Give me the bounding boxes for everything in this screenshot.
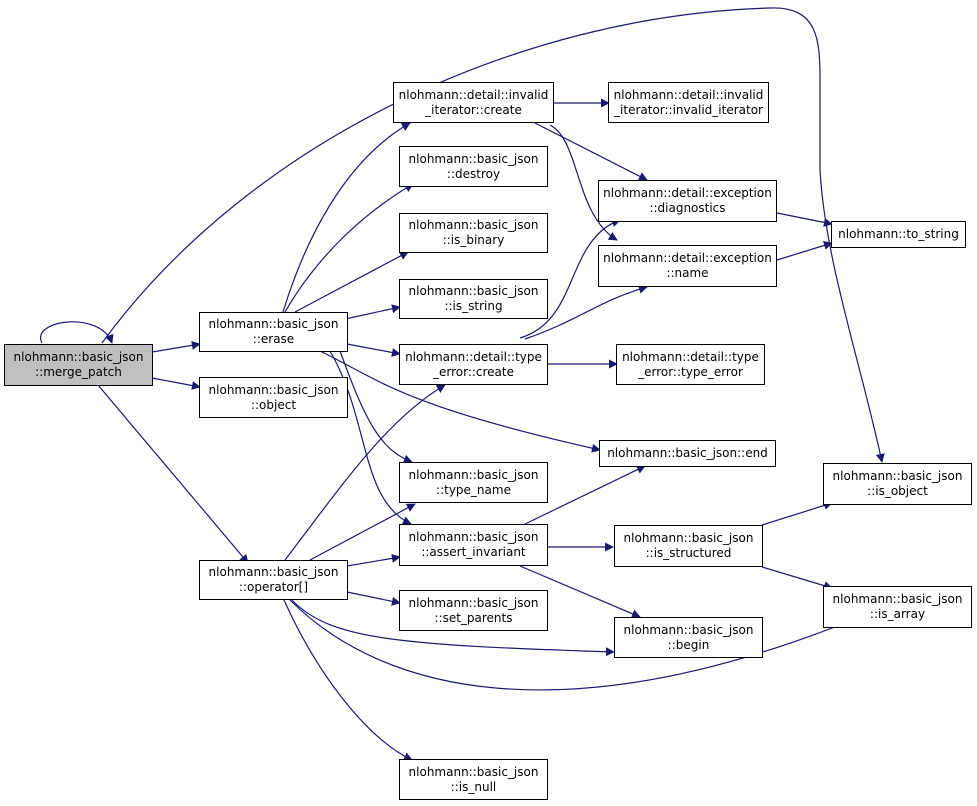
node-erase[interactable]: nlohmann::basic_json ::erase (199, 312, 348, 352)
node-is-null[interactable]: nlohmann::basic_json ::is_null (399, 759, 548, 800)
node-label: nlohmann::basic_json (408, 764, 539, 779)
edge-iic-diagnostics (534, 122, 648, 181)
node-label: _iterator::invalid_iterator (614, 102, 763, 117)
node-label: nlohmann::detail::invalid (398, 87, 549, 102)
edge-iic-name (549, 124, 618, 241)
node-label: ::set_parents (434, 610, 513, 625)
edge-erase-destroy (284, 183, 414, 313)
edge-erase-is_binary (294, 251, 409, 313)
node-end[interactable]: nlohmann::basic_json::end (599, 440, 776, 467)
edge-op-set_parents (346, 591, 401, 606)
node-operator-index[interactable]: nlohmann::basic_json ::operator[] (199, 560, 348, 600)
edge-merge_patch-object (151, 377, 201, 390)
node-exception-diagnostics[interactable]: nlohmann::detail::exception ::diagnostic… (598, 180, 777, 222)
node-type-error-ctor[interactable]: nlohmann::detail::type _error::type_erro… (616, 344, 765, 385)
node-type-name[interactable]: nlohmann::basic_json ::type_name (399, 462, 548, 503)
node-label: ::is_object (867, 484, 928, 498)
node-destroy[interactable]: nlohmann::basic_json ::destroy (399, 146, 548, 187)
edge-merge_patch-operator (97, 384, 249, 564)
edge-ai-begin (519, 565, 641, 618)
edge-op-type_error_create (284, 384, 446, 561)
edge-op-begin (291, 599, 615, 657)
node-label: nlohmann::basic_json::end (607, 446, 768, 460)
edge-op-is_array (289, 599, 866, 691)
node-exception-name[interactable]: nlohmann::detail::exception ::name (598, 245, 777, 287)
edge-erase-invalid_iter_create (282, 122, 411, 313)
node-label: nlohmann::basic_json (208, 565, 339, 579)
edge-is_structured-is_object (761, 501, 833, 526)
node-label: nlohmann::basic_json (832, 592, 963, 606)
edge-diag-to_string (776, 212, 833, 227)
edge-tec-name (524, 284, 648, 340)
node-label: nlohmann::basic_json (408, 467, 539, 482)
edge-ai-end (522, 465, 646, 526)
node-object[interactable]: nlohmann::basic_json ::object (199, 377, 348, 418)
node-label: ::operator[] (238, 580, 309, 594)
edge-merge_patch-is_object (101, 7, 885, 463)
node-label: ::is_string (444, 299, 503, 313)
node-label: nlohmann::to_string (838, 227, 959, 241)
edge-is_structured-is_array (761, 566, 833, 590)
node-label: nlohmann::basic_json (208, 317, 339, 331)
node-label: ::is_array (869, 607, 926, 621)
edge-name-to_string (776, 241, 833, 261)
edge-tec-diagnostics (519, 218, 621, 339)
node-label: nlohmann::basic_json (208, 382, 339, 397)
node-label: ::begin (667, 637, 710, 652)
node-label: ::is_structured (645, 546, 732, 560)
node-begin[interactable]: nlohmann::basic_json ::begin (614, 617, 763, 658)
edge-merge_patch-erase (151, 340, 201, 353)
node-label: ::destroy (446, 166, 501, 181)
node-invalid-iterator-ctor[interactable]: nlohmann::detail::invalid _iterator::inv… (608, 82, 769, 123)
node-is-array[interactable]: nlohmann::basic_json ::is_array (823, 586, 972, 628)
node-label: ::object (250, 397, 297, 412)
edge-erase-type_name (339, 350, 413, 464)
edge-erase-assert_invariant (329, 350, 412, 525)
node-label: ::is_null (450, 779, 497, 794)
node-merge-patch[interactable]: nlohmann::basic_json ::merge_patch (4, 344, 153, 386)
node-label: nlohmann::detail::invalid (613, 87, 764, 102)
edge-erase-is_string (344, 304, 401, 320)
node-is-object[interactable]: nlohmann::basic_json ::is_object (823, 463, 972, 505)
edge-merge_patch-self (40, 321, 114, 344)
node-label: ::name (666, 266, 709, 280)
node-label: nlohmann::detail::type (405, 349, 542, 364)
node-label: nlohmann::basic_json (832, 469, 963, 483)
node-invalid-iterator-create[interactable]: nlohmann::detail::invalid _iterator::cre… (393, 82, 554, 123)
node-label: ::diagnostics (649, 201, 726, 215)
node-label: nlohmann::basic_json (408, 151, 539, 166)
node-label: nlohmann::detail::type (622, 349, 759, 364)
edge-op-is_null (283, 599, 413, 761)
node-label: ::is_binary (442, 233, 505, 247)
node-label: _iterator::create (425, 102, 522, 117)
node-label: nlohmann::basic_json (13, 350, 144, 364)
node-label: nlohmann::basic_json (408, 530, 539, 544)
node-label: ::erase (252, 332, 295, 346)
node-set-parents[interactable]: nlohmann::basic_json ::set_parents (399, 590, 548, 631)
node-label: _error::create (432, 364, 515, 379)
edge-erase-end (319, 350, 601, 453)
node-type-error-create[interactable]: nlohmann::detail::type _error::create (399, 344, 548, 385)
node-label: nlohmann::detail::exception (603, 251, 772, 265)
node-label: nlohmann::basic_json (408, 284, 539, 298)
node-is-structured[interactable]: nlohmann::basic_json ::is_structured (614, 525, 763, 567)
edge-op-assert_invariant (346, 553, 401, 567)
node-label: ::merge_patch (35, 365, 122, 379)
node-is-binary[interactable]: nlohmann::basic_json ::is_binary (399, 213, 548, 253)
node-label: nlohmann::basic_json (408, 595, 539, 610)
node-label: ::assert_invariant (421, 545, 526, 559)
node-label: nlohmann::basic_json (408, 218, 539, 232)
node-label: ::type_name (436, 482, 511, 497)
node-is-string[interactable]: nlohmann::basic_json ::is_string (399, 279, 548, 319)
node-label: nlohmann::detail::exception (603, 186, 772, 200)
node-label: nlohmann::basic_json (623, 531, 754, 545)
node-label: nlohmann::basic_json (623, 622, 754, 637)
edge-erase-type_error_create (346, 343, 401, 357)
node-assert-invariant[interactable]: nlohmann::basic_json ::assert_invariant (399, 524, 548, 566)
node-to-string[interactable]: nlohmann::to_string (831, 221, 966, 248)
edge-op-type_name (309, 503, 416, 561)
node-label: _error::type_error (638, 364, 743, 379)
